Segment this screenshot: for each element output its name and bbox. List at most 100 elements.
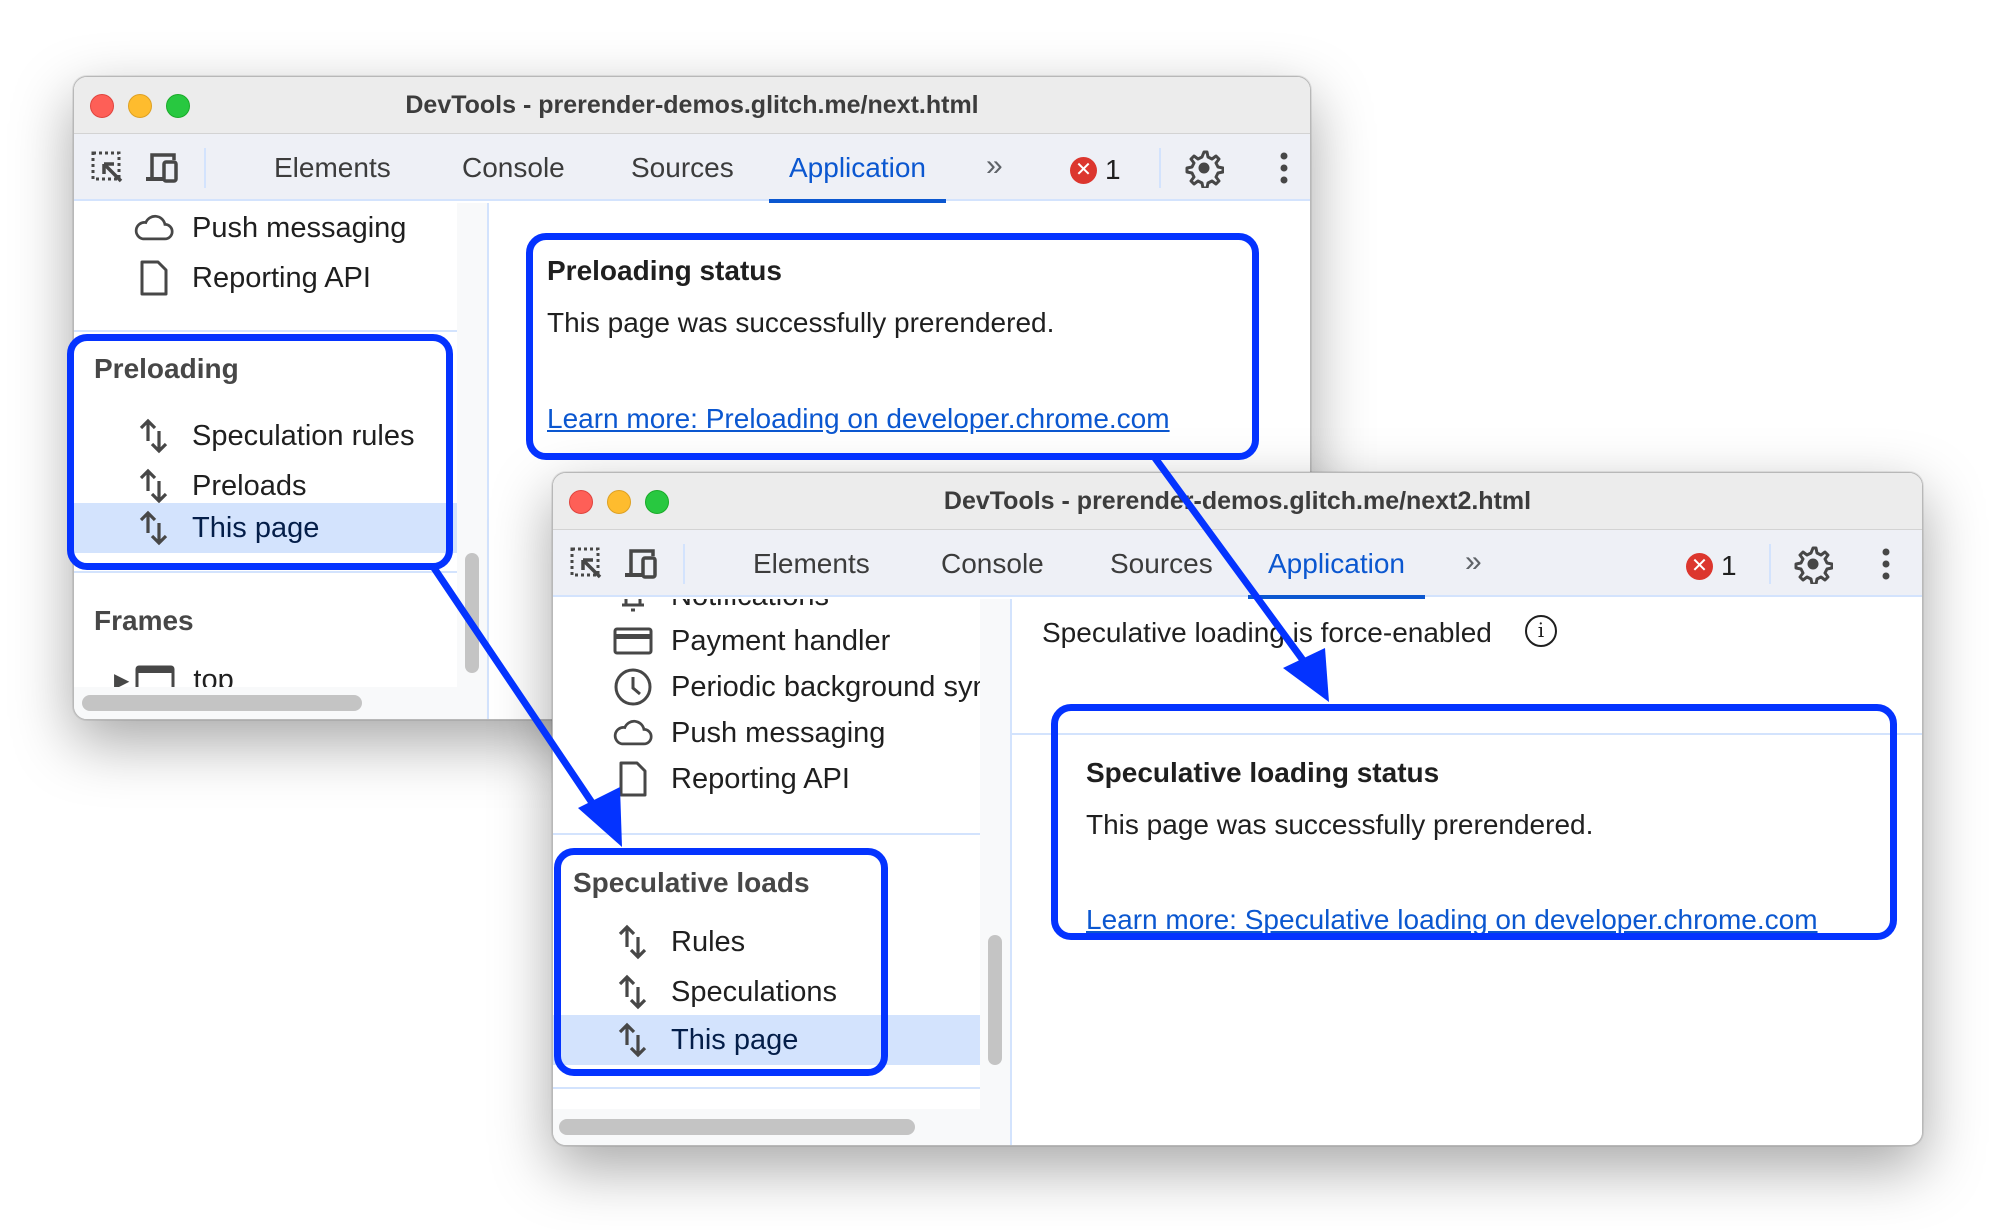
error-icon: ✕ [1070,156,1097,184]
section-divider [74,571,457,573]
sidebar-item-rules[interactable]: Rules [553,917,980,967]
minimize-window-button[interactable] [607,490,631,514]
sidebar-item-label: Speculation rules [192,419,415,452]
tab-application[interactable]: Application [1248,530,1425,599]
more-tabs-chevron-icon[interactable]: » [1465,545,1482,578]
toolbar-separator [1159,148,1161,188]
sidebar-horizontal-scrollbar[interactable] [553,1109,1010,1145]
sidebar-item-label: Push messaging [671,716,886,749]
device-toolbar-icon[interactable] [623,546,659,582]
more-options-icon[interactable] [1266,150,1302,186]
title-bar: DevTools - prerender-demos.glitch.me/nex… [74,77,1310,134]
toolbar-separator [204,148,206,188]
status-title: Preloading status [547,255,782,286]
section-header-speculative-loads[interactable]: Speculative loads [573,867,810,898]
toolbar-separator [683,544,685,584]
tab-sources[interactable]: Sources [1110,548,1213,579]
application-sidebar: Notifications Payment handler Periodic b… [553,599,980,1109]
tab-application[interactable]: Application [769,134,946,203]
up-down-arrows-icon [134,466,174,506]
error-count: 1 [1721,550,1737,581]
learn-more-link[interactable]: Learn more: Preloading on developer.chro… [547,403,1170,434]
learn-more-link[interactable]: Learn more: Speculative loading on devel… [1086,904,1818,935]
gear-icon[interactable] [1184,148,1224,188]
scrollbar-thumb[interactable] [82,695,362,711]
sidebar-item-this-page[interactable]: This page [553,1015,980,1065]
scrollbar-thumb[interactable] [465,553,479,673]
device-toolbar-icon[interactable] [144,150,180,186]
sidebar-vertical-scrollbar[interactable] [457,203,487,687]
sidebar-item-this-page[interactable]: This page [74,503,457,553]
sidebar-item-notifications[interactable]: Notifications [553,599,980,621]
window-title: DevTools - prerender-demos.glitch.me/nex… [943,487,1532,515]
inspect-element-icon[interactable] [569,546,605,582]
error-icon: ✕ [1686,552,1713,580]
devtools-window-next2: DevTools - prerender-demos.glitch.me/nex… [552,472,1923,1146]
sidebar-item-label: Payment handler [671,624,891,657]
tab-elements[interactable]: Elements [753,548,870,579]
section-divider [74,330,457,332]
sidebar-item-push-messaging[interactable]: Push messaging [553,708,980,758]
close-window-button[interactable] [90,94,114,118]
section-divider [553,1087,980,1089]
inspect-element-icon[interactable] [90,150,126,186]
up-down-arrows-icon [134,416,174,456]
tab-console[interactable]: Console [941,548,1044,579]
window-controls [569,490,669,514]
document-icon [134,258,174,298]
tab-sources[interactable]: Sources [631,152,734,183]
minimize-window-button[interactable] [128,94,152,118]
sidebar-item-payment-handler[interactable]: Payment handler [553,616,980,666]
sidebar-item-label: Rules [671,925,746,958]
more-tabs-chevron-icon[interactable]: » [986,149,1003,182]
clock-icon [613,667,653,707]
gear-icon[interactable] [1793,544,1833,584]
sidebar-vertical-scrollbar[interactable] [980,599,1010,1109]
devtools-window-next: DevTools - prerender-demos.glitch.me/nex… [73,76,1311,720]
tab-console[interactable]: Console [462,152,565,183]
sidebar-item-preloads[interactable]: Preloads [74,461,457,511]
more-options-icon[interactable] [1868,546,1904,582]
maximize-window-button[interactable] [166,94,190,118]
toolbar-separator [1769,544,1771,584]
status-text: This page was successfully prerendered. [547,307,1055,338]
sidebar-item-reporting-api[interactable]: Reporting API [74,253,457,303]
sidebar-item-label: Periodic background sync [671,670,980,703]
sidebar-item-label: Speculations [671,975,838,1008]
sidebar-item-periodic-background-sync[interactable]: Periodic background sync [553,662,980,712]
sidebar-item-reporting-api[interactable]: Reporting API [553,754,980,804]
error-counter[interactable]: ✕ 1 [1070,154,1121,186]
up-down-arrows-icon [613,1020,653,1060]
sidebar-item-label: Preloads [192,469,307,502]
banner-text: Speculative loading is force-enabled [1042,617,1492,648]
scrollbar-thumb[interactable] [559,1119,915,1135]
tab-elements[interactable]: Elements [274,152,391,183]
section-header-preloading[interactable]: Preloading [94,353,239,384]
error-count: 1 [1105,154,1121,185]
title-bar: DevTools - prerender-demos.glitch.me/nex… [553,473,1922,530]
up-down-arrows-icon [613,922,653,962]
scrollbar-thumb[interactable] [988,935,1002,1065]
sidebar-item-label: Notifications [671,599,829,613]
sidebar-horizontal-scrollbar[interactable] [74,687,487,719]
close-window-button[interactable] [569,490,593,514]
error-counter[interactable]: ✕ 1 [1686,550,1737,582]
up-down-arrows-icon [134,508,174,548]
sidebar-item-speculations[interactable]: Speculations [553,967,980,1017]
sidebar-item-push-messaging[interactable]: Push messaging [74,203,457,253]
sidebar-item-label: This page [671,1023,799,1056]
status-title: Speculative loading status [1086,757,1440,788]
expand-triangle-icon[interactable]: ▶ [114,669,130,688]
info-icon[interactable]: i [1525,615,1557,647]
window-controls [90,94,190,118]
devtools-toolbar: Elements Console Sources Application » ✕… [74,134,1310,203]
application-sidebar: Push messaging Reporting API Preloading … [74,203,457,687]
section-divider [553,833,980,835]
maximize-window-button[interactable] [645,490,669,514]
status-text: This page was successfully prerendered. [1086,809,1594,840]
sidebar-item-label: This page [192,511,320,544]
sidebar-item-speculation-rules[interactable]: Speculation rules [74,411,457,461]
section-header-frames[interactable]: Frames [94,605,194,636]
sidebar-item-frame-top[interactable]: ▶ top [74,655,457,687]
sidebar-item-label: top [193,663,234,688]
